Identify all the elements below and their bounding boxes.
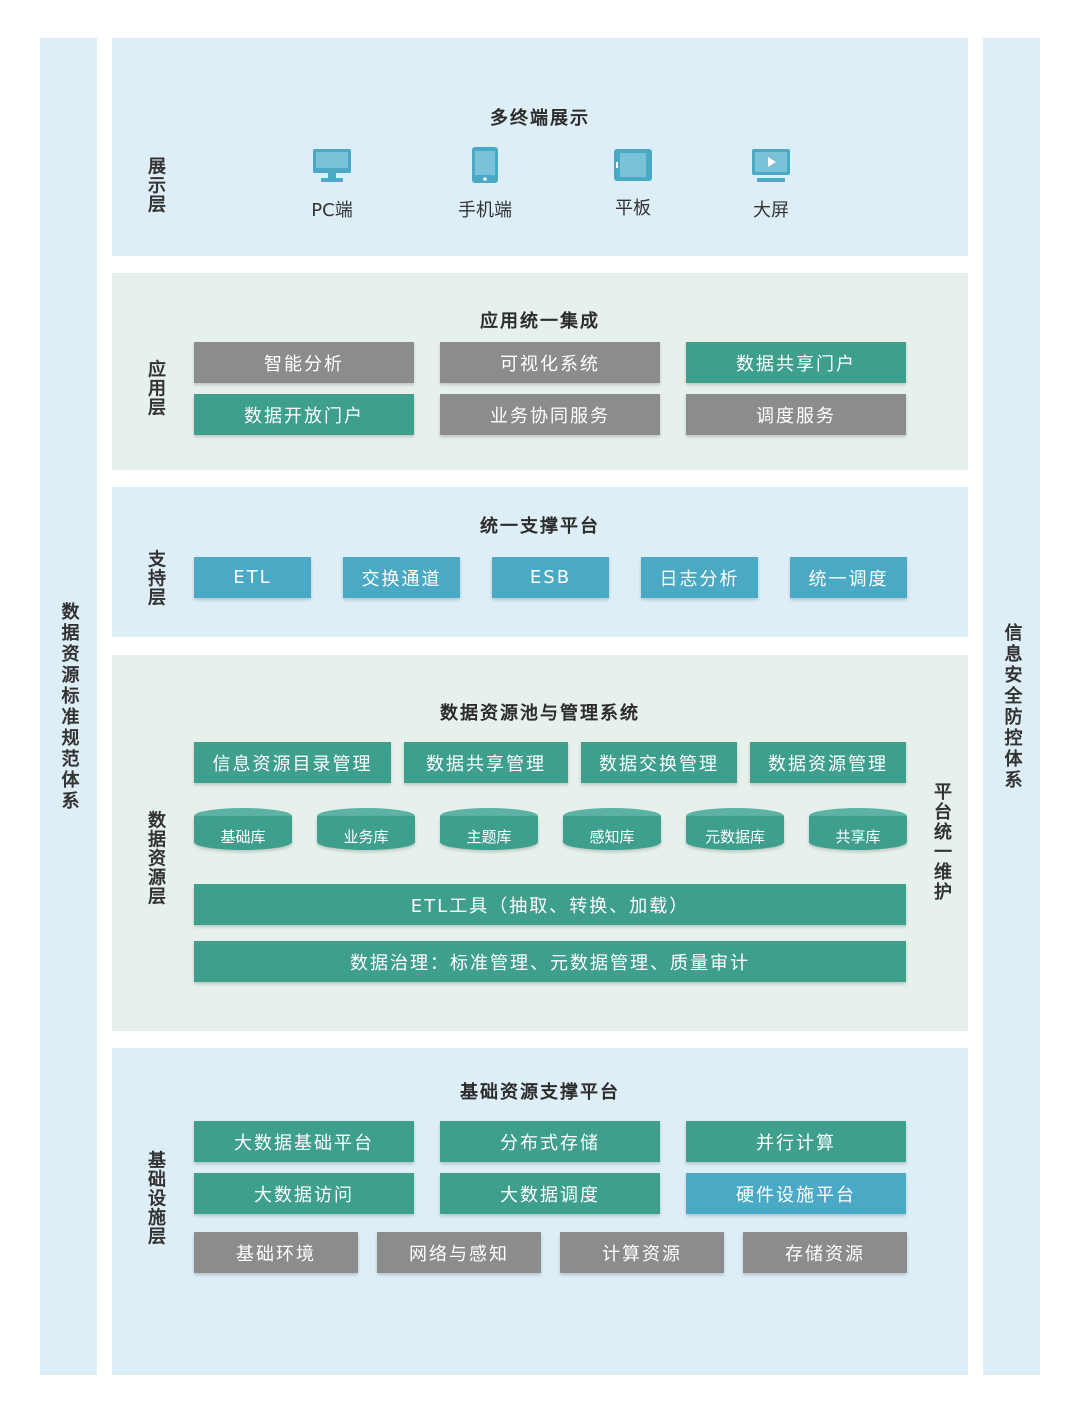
device-label: PC端 — [311, 200, 353, 221]
tablet-icon — [614, 149, 652, 181]
infra-layer-panel: 基础资源支撑平台 基础设施层 大数据基础平台 分布式存储 并行计算 大数据访问 … — [112, 1048, 968, 1375]
database-cylinder: 感知库 — [563, 808, 661, 858]
device-label: 平板 — [615, 198, 651, 219]
data-governance-bar: 数据治理：标准管理、元数据管理、质量审计 — [194, 941, 906, 982]
app-item-data-open-portal: 数据开放门户 — [194, 394, 414, 435]
app-item-data-sharing-portal: 数据共享门户 — [686, 342, 906, 383]
app-item-collaboration: 业务协同服务 — [440, 394, 660, 435]
support-item-etl: ETL — [194, 557, 311, 598]
database-cylinder: 共享库 — [809, 808, 907, 858]
right-security-bar: 信息安全防控体系 — [983, 38, 1040, 1375]
database-label: 感知库 — [563, 816, 661, 850]
infra-item-base-environment: 基础环境 — [194, 1232, 358, 1273]
phone-icon — [472, 147, 498, 183]
infra-item-bigdata-scheduling: 大数据调度 — [440, 1173, 660, 1214]
mgmt-item-catalog: 信息资源目录管理 — [194, 742, 391, 783]
infra-item-parallel-computing: 并行计算 — [686, 1121, 906, 1162]
display-layer-panel: 多终端展示 展示层 PC端 手机端 平板 — [112, 38, 968, 256]
left-bar-label: 数据资源标准规范体系 — [58, 601, 80, 812]
database-cylinder: 基础库 — [194, 808, 292, 858]
support-item-exchange-channel: 交换通道 — [343, 557, 460, 598]
display-layer-label: 展示层 — [145, 156, 166, 214]
infra-layer-title: 基础资源支撑平台 — [460, 1082, 620, 1103]
infra-item-network-sensing: 网络与感知 — [377, 1232, 541, 1273]
support-layer-label: 支持层 — [145, 549, 166, 607]
display-layer-title: 多终端展示 — [490, 108, 590, 129]
device-phone: 手机端 — [435, 146, 535, 222]
infra-item-bigdata-platform: 大数据基础平台 — [194, 1121, 414, 1162]
infra-item-compute-resources: 计算资源 — [560, 1232, 724, 1273]
database-cylinder: 主题库 — [440, 808, 538, 858]
device-pc: PC端 — [282, 148, 382, 222]
infra-item-storage-resources: 存储资源 — [743, 1232, 907, 1273]
database-label: 基础库 — [194, 816, 292, 850]
app-item-visualization: 可视化系统 — [440, 342, 660, 383]
infra-item-distributed-storage: 分布式存储 — [440, 1121, 660, 1162]
support-item-esb: ESB — [492, 557, 609, 598]
infra-item-hardware-platform: 硬件设施平台 — [686, 1173, 906, 1214]
database-cylinder: 业务库 — [317, 808, 415, 858]
platform-maintenance-label: 平台统一维护 — [931, 782, 952, 902]
infra-layer-label: 基础设施层 — [145, 1150, 166, 1246]
app-layer-panel: 应用统一集成 应用层 智能分析 可视化系统 数据共享门户 数据开放门户 业务协同… — [112, 273, 968, 470]
app-item-smart-analysis: 智能分析 — [194, 342, 414, 383]
database-label: 共享库 — [809, 816, 907, 850]
device-label: 大屏 — [753, 200, 789, 221]
app-item-scheduling: 调度服务 — [686, 394, 906, 435]
database-cylinder: 元数据库 — [686, 808, 784, 858]
data-layer-title: 数据资源池与管理系统 — [440, 703, 640, 724]
right-bar-label: 信息安全防控体系 — [1001, 622, 1023, 791]
mgmt-item-resource: 数据资源管理 — [750, 742, 906, 783]
mgmt-item-exchange: 数据交换管理 — [581, 742, 737, 783]
etl-tool-bar: ETL工具（抽取、转换、加载） — [194, 884, 906, 925]
device-tablet: 平板 — [583, 148, 683, 220]
app-layer-label: 应用层 — [145, 359, 166, 417]
database-label: 主题库 — [440, 816, 538, 850]
database-label: 业务库 — [317, 816, 415, 850]
infra-item-bigdata-access: 大数据访问 — [194, 1173, 414, 1214]
support-layer-panel: 统一支撑平台 支持层 ETL 交换通道 ESB 日志分析 统一调度 — [112, 487, 968, 637]
data-layer-label: 数据资源层 — [145, 810, 166, 906]
app-layer-title: 应用统一集成 — [480, 311, 600, 332]
big-screen-icon — [752, 149, 790, 182]
device-big-screen: 大屏 — [721, 148, 821, 222]
monitor-icon — [313, 149, 351, 182]
database-label: 元数据库 — [686, 816, 784, 850]
device-label: 手机端 — [458, 200, 512, 221]
support-item-log-analysis: 日志分析 — [641, 557, 758, 598]
support-item-unified-scheduling: 统一调度 — [790, 557, 907, 598]
support-layer-title: 统一支撑平台 — [480, 516, 600, 537]
left-standards-bar: 数据资源标准规范体系 — [40, 38, 97, 1375]
mgmt-item-sharing: 数据共享管理 — [404, 742, 568, 783]
